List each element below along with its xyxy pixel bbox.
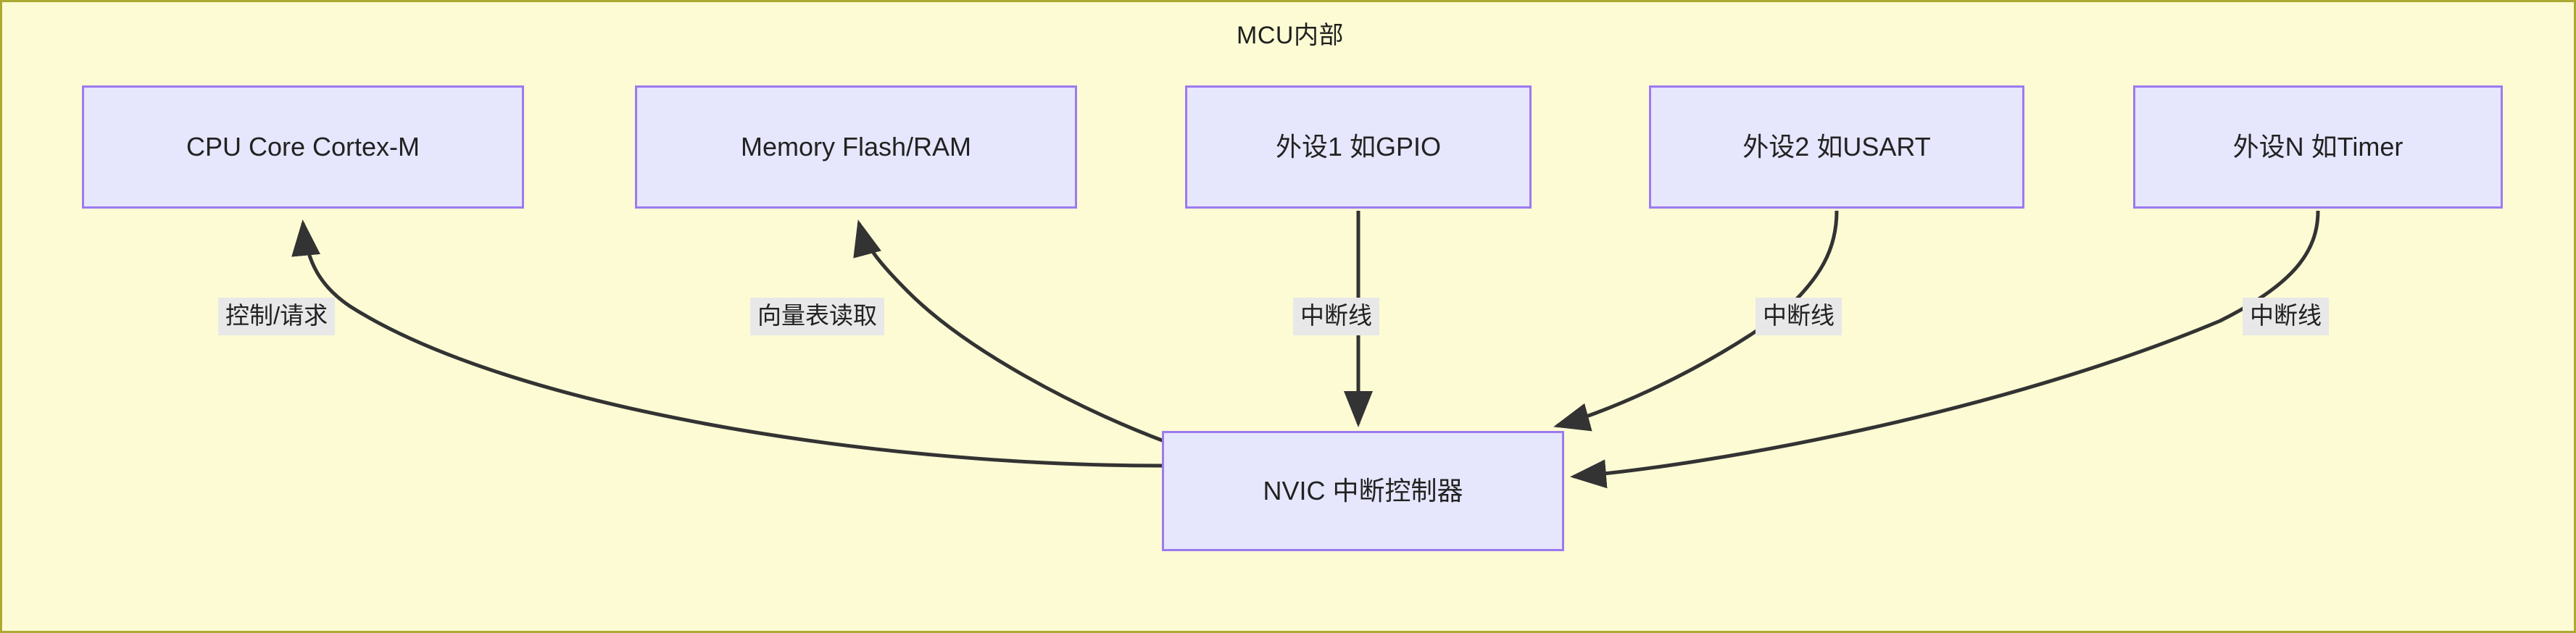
- node-label-peripheral-timer: 外设N 如Timer: [2232, 132, 2403, 162]
- node-memory[interactable]: Memory Flash/RAM: [635, 85, 1077, 209]
- node-nvic[interactable]: NVIC 中断控制器: [1162, 431, 1564, 551]
- node-cpu-core[interactable]: CPU Core Cortex-M: [82, 85, 524, 209]
- node-peripheral-gpio[interactable]: 外设1 如GPIO: [1185, 85, 1532, 209]
- node-label-nvic: NVIC 中断控制器: [1263, 476, 1463, 506]
- node-label-peripheral-usart: 外设2 如USART: [1742, 132, 1931, 162]
- edge-label-interrupt-line-gpio: 中断线: [1293, 298, 1379, 336]
- edge-label-vector-table-read: 向量表读取: [750, 298, 884, 336]
- node-label-cpu-core: CPU Core Cortex-M: [186, 132, 420, 162]
- subgraph-title: MCU内部: [1237, 22, 1344, 49]
- edge-label-interrupt-line-usart: 中断线: [1756, 298, 1842, 336]
- edge-timer-to-nvic: [1570, 210, 2320, 489]
- node-peripheral-timer[interactable]: 外设N 如Timer: [2133, 85, 2503, 209]
- node-label-peripheral-gpio: 外设1 如GPIO: [1275, 132, 1442, 162]
- edge-nvic-to-cpu: [291, 219, 1163, 468]
- edge-label-control-request: 控制/请求: [218, 298, 336, 336]
- node-label-memory: Memory Flash/RAM: [740, 132, 972, 162]
- edge-nvic-to-memory: [853, 219, 1168, 445]
- edge-label-interrupt-line-timer: 中断线: [2243, 298, 2329, 336]
- node-peripheral-usart[interactable]: 外设2 如USART: [1649, 85, 2024, 209]
